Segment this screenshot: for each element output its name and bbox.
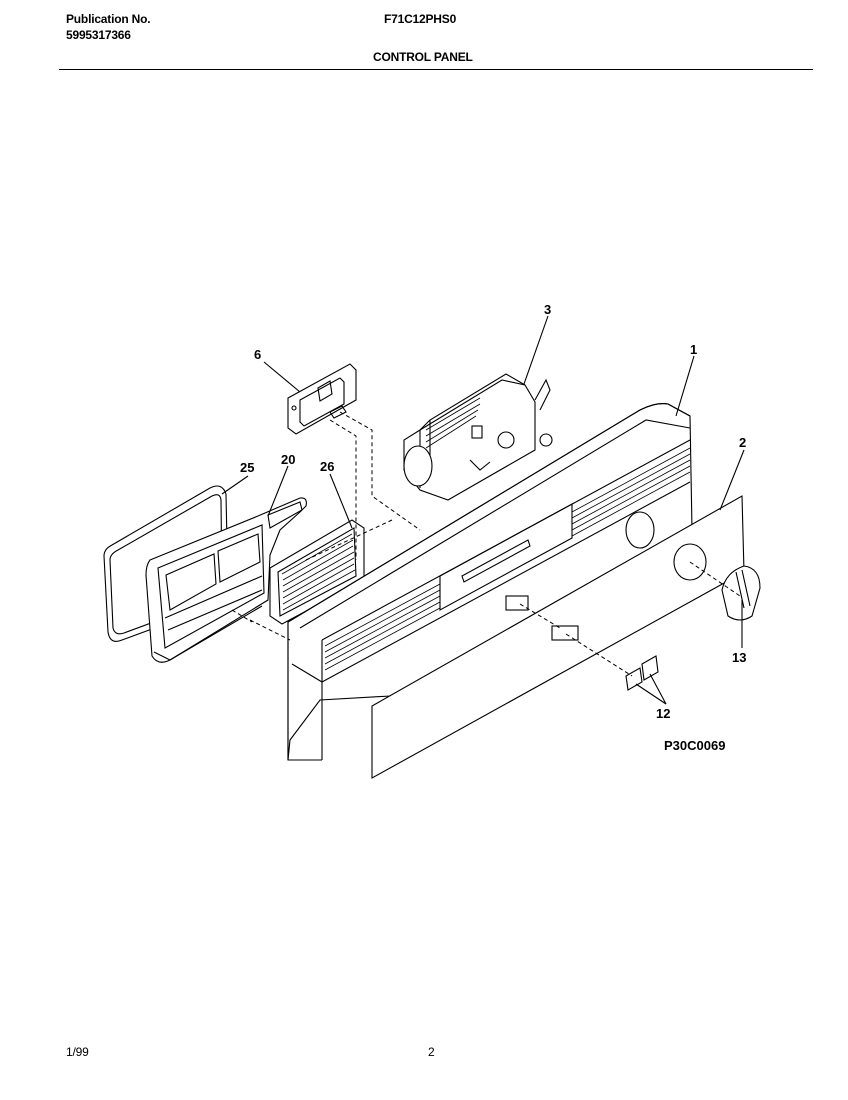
callout-25: 25 bbox=[240, 460, 254, 475]
timer-part bbox=[403, 373, 553, 501]
callout-26: 26 bbox=[320, 459, 334, 474]
callout-13: 13 bbox=[732, 650, 746, 665]
callout-3: 3 bbox=[544, 302, 551, 317]
publication-number: 5995317366 bbox=[66, 28, 131, 42]
switch-part bbox=[287, 363, 357, 435]
assembly-lines bbox=[231, 411, 741, 677]
header-rule bbox=[59, 69, 813, 70]
callout-20: 20 bbox=[281, 452, 295, 467]
bezel-frame-part bbox=[145, 497, 307, 663]
buttons-part bbox=[625, 655, 659, 691]
footer-page-number: 2 bbox=[428, 1045, 435, 1059]
callout-2: 2 bbox=[739, 435, 746, 450]
knob-part bbox=[721, 565, 761, 621]
model-number: F71C12PHS0 bbox=[384, 12, 457, 26]
callout-12: 12 bbox=[656, 706, 670, 721]
callout-6: 6 bbox=[254, 347, 261, 362]
callout-1: 1 bbox=[690, 342, 697, 357]
leader-lines bbox=[221, 315, 745, 705]
publication-label: Publication No. bbox=[66, 12, 151, 26]
section-title: CONTROL PANEL bbox=[373, 50, 473, 64]
footer-date: 1/99 bbox=[66, 1045, 89, 1059]
console-body-part bbox=[287, 403, 693, 761]
filter-panel-part bbox=[269, 519, 365, 625]
figure-code: P30C0069 bbox=[664, 738, 725, 753]
